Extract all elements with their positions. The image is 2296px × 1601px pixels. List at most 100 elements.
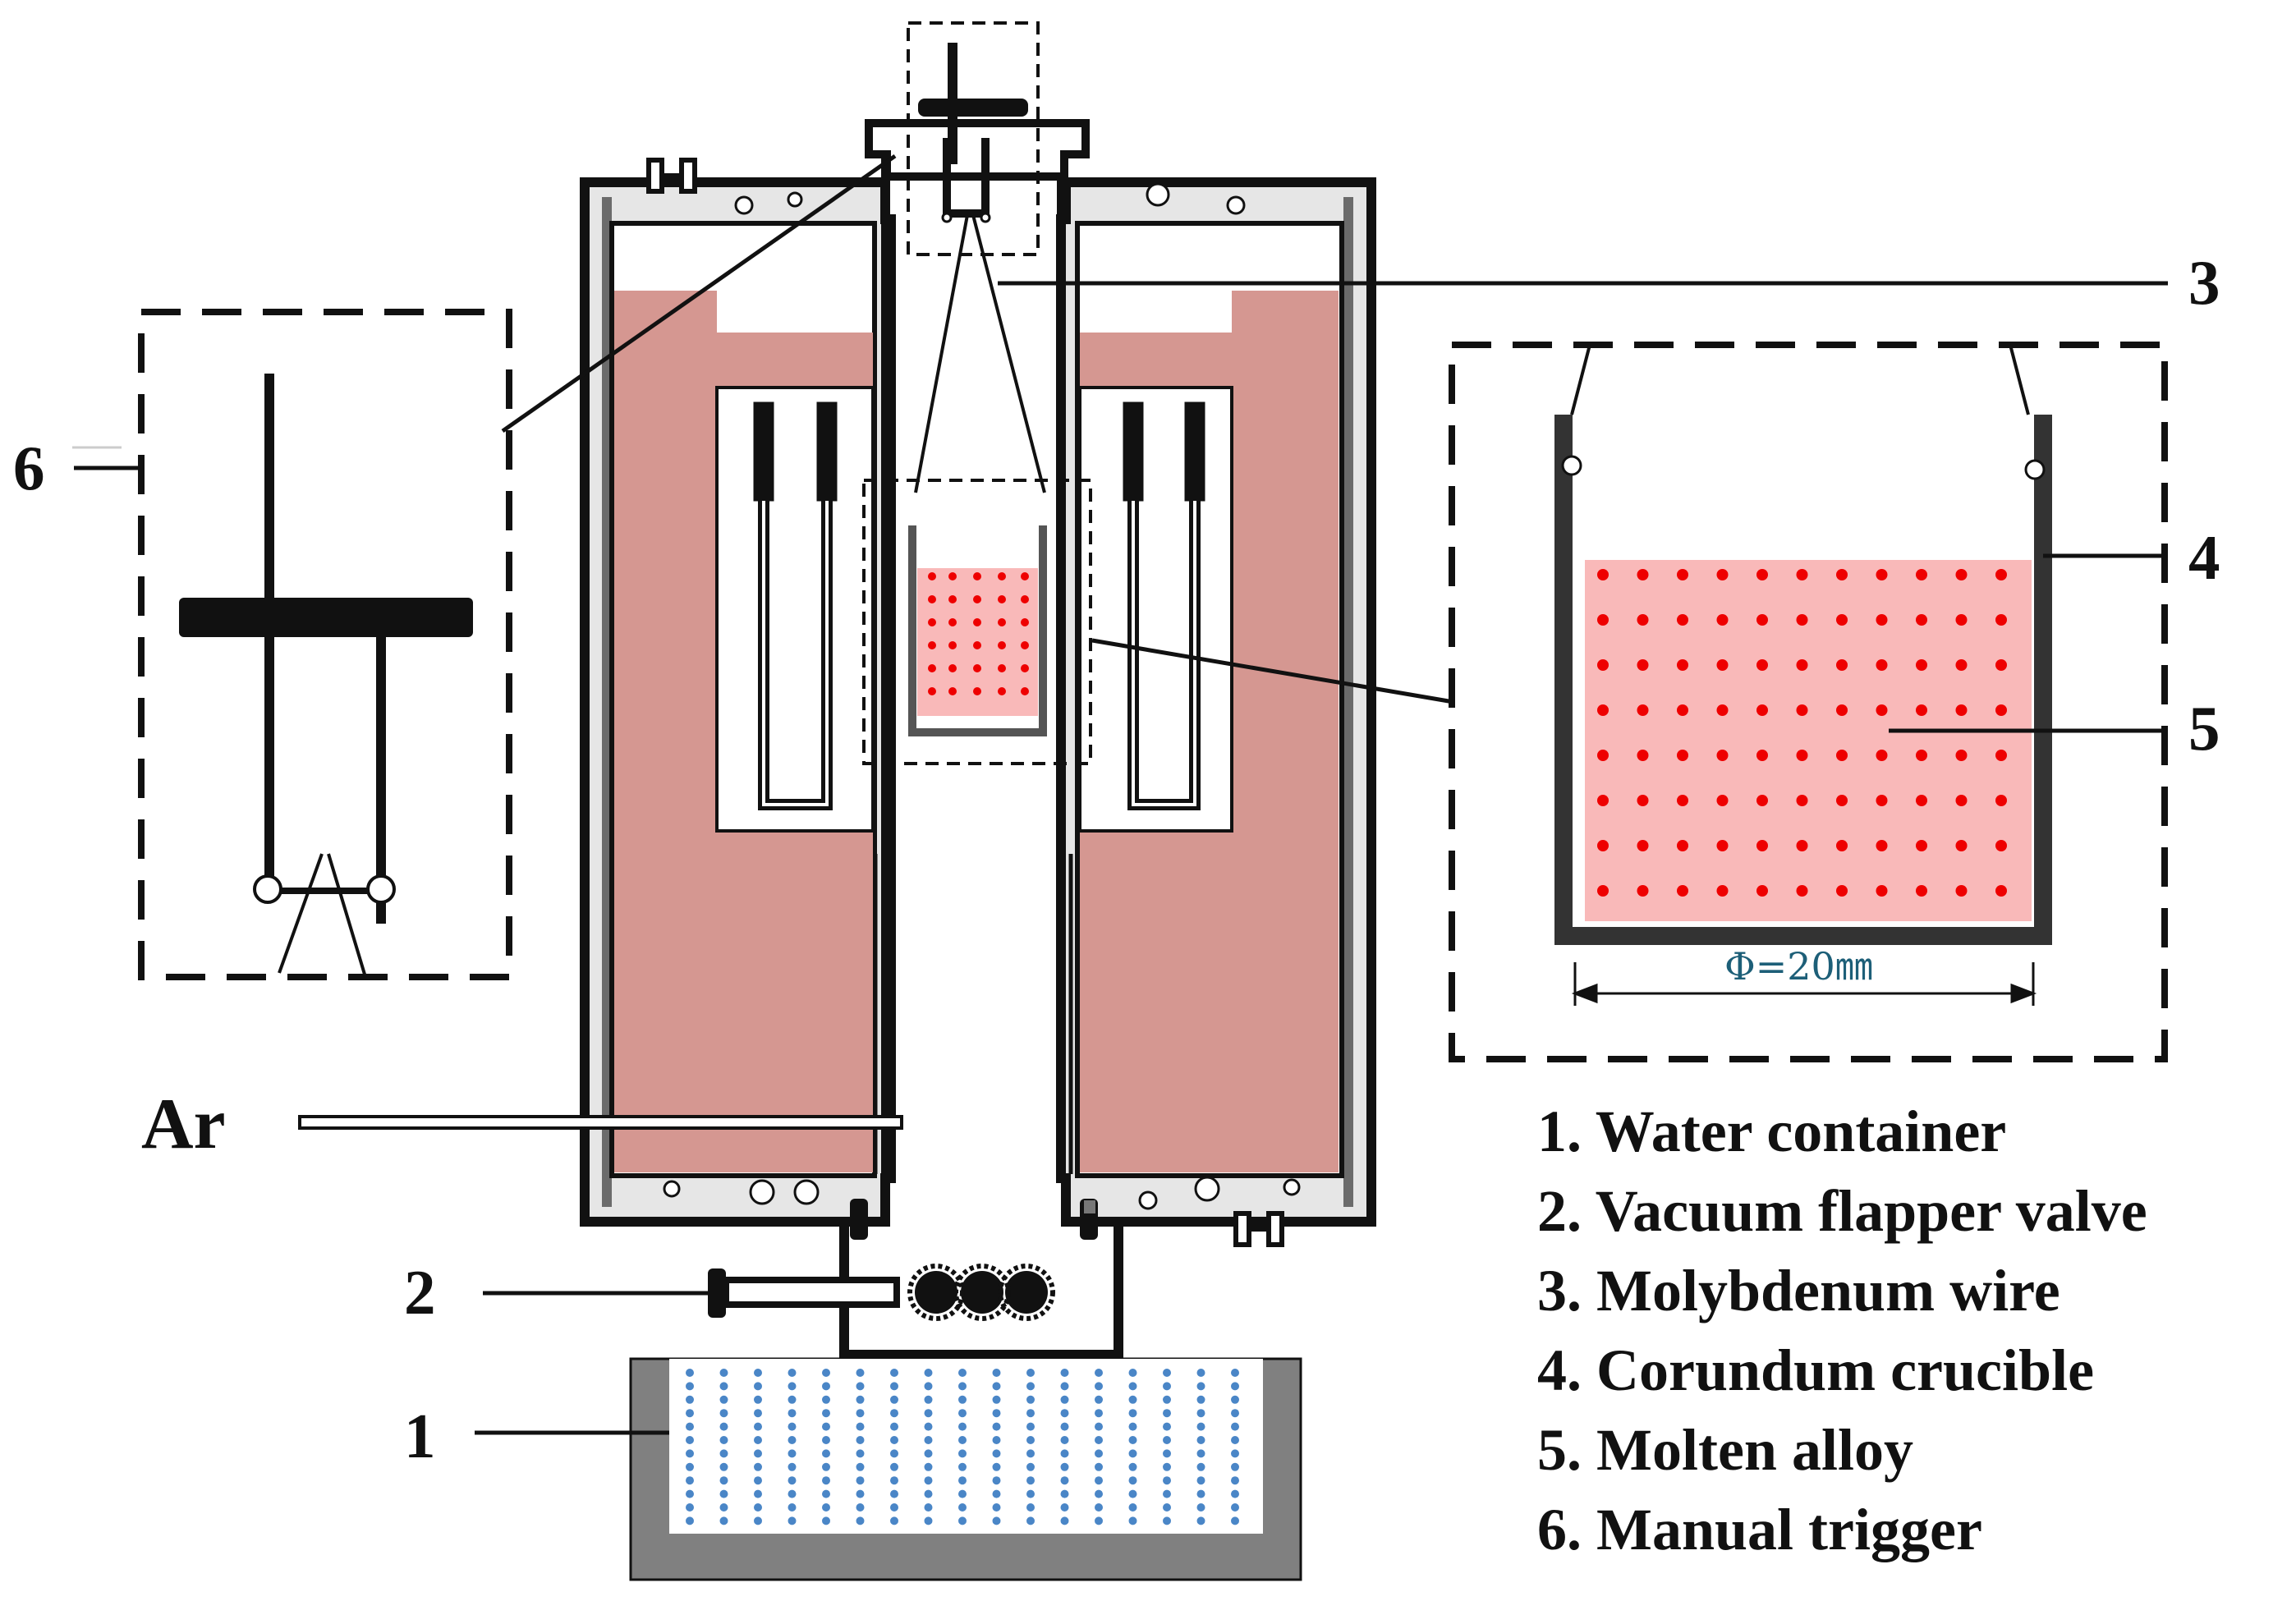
water-dot <box>788 1409 797 1418</box>
small-crucible-dots <box>928 572 1029 695</box>
alloy-dot <box>1916 659 1927 671</box>
water-dot <box>719 1449 728 1458</box>
callout-1: 1 <box>404 1401 436 1471</box>
alloy-dot <box>1876 704 1888 716</box>
alloy-dot <box>1637 614 1649 626</box>
alloy-dot <box>1677 614 1688 626</box>
water-dot <box>890 1503 898 1512</box>
water-dot <box>958 1369 967 1377</box>
water-dot <box>1231 1489 1239 1498</box>
water-dot <box>924 1503 933 1512</box>
water-container <box>629 1357 1302 1581</box>
water-dot <box>1196 1489 1205 1498</box>
water-dot <box>788 1395 797 1404</box>
water-dot <box>822 1422 830 1431</box>
alloy-dot <box>1597 614 1609 626</box>
water-dot <box>992 1409 1001 1418</box>
water-dot <box>686 1395 694 1404</box>
alloy-dot <box>1836 840 1848 851</box>
water-dot <box>1163 1436 1171 1444</box>
water-dot <box>1231 1503 1239 1512</box>
water-dot <box>958 1449 967 1458</box>
heating-element-right <box>1123 401 1205 810</box>
water-dot <box>1095 1382 1103 1391</box>
alloy-dot <box>1836 795 1848 806</box>
alloy-dot <box>1876 659 1888 671</box>
water-dot <box>1026 1462 1035 1471</box>
water-dot <box>1231 1436 1239 1444</box>
water-dot <box>754 1476 762 1485</box>
water-dot <box>822 1409 830 1418</box>
alloy-dot <box>1916 795 1927 806</box>
water-dot <box>719 1516 728 1525</box>
water-dot <box>1095 1422 1103 1431</box>
diameter-dimension <box>1571 962 2037 1006</box>
water-dot <box>890 1436 898 1444</box>
water-dot <box>856 1436 865 1444</box>
alloy-dot <box>1876 840 1888 851</box>
water-dot <box>719 1369 728 1377</box>
water-dot <box>1026 1489 1035 1498</box>
water-dot <box>1128 1422 1137 1431</box>
legend-item: 5. Molten alloy <box>1537 1417 1913 1483</box>
alloy-dot <box>1637 750 1649 761</box>
water-dot <box>1196 1382 1205 1391</box>
water-dot <box>822 1436 830 1444</box>
alloy-dot <box>1955 569 1968 580</box>
alloy-dot <box>1716 659 1729 671</box>
water-dot <box>1128 1449 1137 1458</box>
water-dot <box>890 1449 898 1458</box>
alloy-dot <box>1796 750 1808 761</box>
water-dot <box>958 1489 967 1498</box>
water-dot <box>719 1436 728 1444</box>
alloy-dot <box>1597 795 1609 806</box>
water-dot <box>719 1489 728 1498</box>
alloy-dot <box>1677 795 1688 806</box>
alloy-dot <box>1597 704 1609 716</box>
water-dot <box>1163 1516 1171 1525</box>
alloy-dot <box>1955 750 1968 761</box>
alloy-dot <box>1836 704 1848 716</box>
alloy-dot <box>1677 569 1688 580</box>
water-dot <box>856 1395 865 1404</box>
water-dot <box>1163 1462 1171 1471</box>
wall-bubbles <box>663 182 1301 1210</box>
water-dot <box>992 1422 1001 1431</box>
alloy-dot <box>1995 704 2007 716</box>
water-dot <box>719 1422 728 1431</box>
water-dot <box>822 1476 830 1485</box>
water-dot <box>890 1382 898 1391</box>
water-dot <box>719 1476 728 1485</box>
water-dot <box>1128 1409 1137 1418</box>
water-dot <box>856 1503 865 1512</box>
alloy-dot <box>1756 614 1768 626</box>
small-crucible <box>862 479 1092 765</box>
water-dot <box>856 1422 865 1431</box>
water-dot <box>822 1462 830 1471</box>
callout-lines <box>72 281 2168 1435</box>
water-dot <box>686 1449 694 1458</box>
water-dot <box>890 1395 898 1404</box>
alloy-dots <box>1597 569 2007 897</box>
water-dot <box>788 1503 797 1512</box>
water-dot <box>1163 1369 1171 1377</box>
water-dot <box>958 1503 967 1512</box>
alloy-dot <box>1995 795 2007 806</box>
water-dot <box>686 1422 694 1431</box>
alloy-dot <box>1876 885 1888 897</box>
water-dot <box>958 1436 967 1444</box>
water-dot <box>788 1422 797 1431</box>
water-dot <box>890 1409 898 1418</box>
water-dot <box>924 1516 933 1525</box>
water-dot <box>890 1462 898 1471</box>
water-dot <box>1060 1516 1069 1525</box>
water-dot <box>1060 1462 1069 1471</box>
water-dot <box>890 1476 898 1485</box>
callout-2: 2 <box>404 1257 436 1328</box>
water-dot <box>754 1516 762 1525</box>
water-dot <box>992 1382 1001 1391</box>
water-dot <box>958 1409 967 1418</box>
water-dot <box>1026 1436 1035 1444</box>
water-dot <box>1163 1395 1171 1404</box>
water-dot <box>1026 1382 1035 1391</box>
